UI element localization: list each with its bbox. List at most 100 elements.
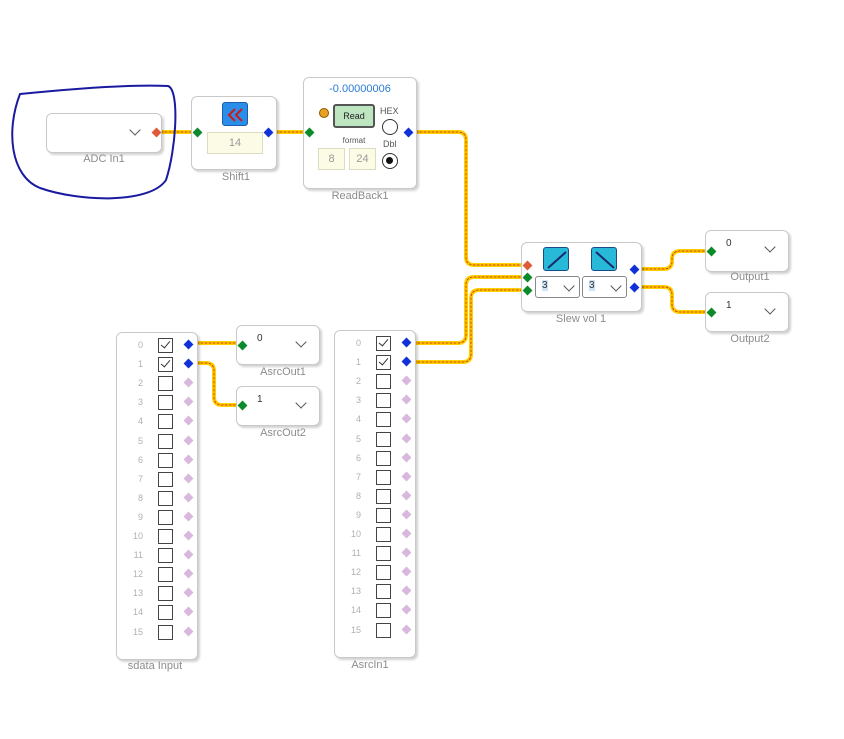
channel-checkbox[interactable] (158, 395, 173, 411)
asrcout2-channel-value: 1 (257, 394, 263, 405)
dbl-radio[interactable] (382, 153, 398, 169)
slew-rate-b-value: 3 (589, 280, 595, 291)
dbl-radio-label: Dbl (383, 139, 397, 149)
asrcout2-block[interactable]: 1 (236, 386, 320, 426)
channel-number: 14 (132, 607, 143, 618)
output2-block[interactable]: 1 (705, 292, 789, 332)
channel-checkbox[interactable] (158, 586, 173, 602)
slew-block[interactable]: 3 3 (521, 242, 642, 312)
adc-input-dropdown[interactable] (49, 117, 153, 147)
channel-checkbox[interactable] (158, 471, 173, 487)
asrcin-label: AsrcIn1 (351, 659, 389, 671)
channel-checkbox[interactable] (158, 433, 173, 449)
channel-number: 1 (137, 359, 143, 370)
channel-number: 14 (350, 605, 361, 616)
channel-checkbox[interactable] (376, 584, 391, 600)
channel-number: 6 (137, 454, 143, 465)
hex-radio[interactable] (382, 119, 398, 135)
asrcout1-block[interactable]: 0 (236, 325, 320, 365)
channel-checkbox[interactable] (158, 376, 173, 392)
asrcout1-channel-select[interactable]: 0 (251, 330, 311, 356)
channel-checkbox[interactable] (158, 490, 173, 506)
channel-number: 13 (132, 588, 143, 599)
channel-checkbox[interactable] (158, 624, 173, 640)
chevron-down-icon (764, 303, 776, 315)
output1-channel-value: 0 (726, 238, 732, 249)
channel-checkbox[interactable] (158, 605, 173, 621)
channel-number: 4 (355, 414, 361, 425)
slew-rate-select-a[interactable]: 3 (535, 276, 580, 298)
channel-checkbox[interactable] (158, 548, 173, 564)
checkmark-icon (378, 355, 389, 366)
wire-readback-to-slew (406, 130, 529, 267)
shift-block[interactable]: 14 (191, 96, 277, 170)
channel-checkbox[interactable] (158, 509, 173, 525)
channel-checkbox[interactable] (158, 452, 173, 468)
channel-number: 15 (350, 624, 361, 635)
output2-channel-select[interactable]: 1 (720, 297, 780, 323)
format-integer-bits-field[interactable]: 8 (318, 148, 345, 170)
channel-number: 12 (132, 569, 143, 580)
channel-number: 11 (133, 550, 143, 561)
slew-rate-select-b[interactable]: 3 (582, 276, 627, 298)
channel-checkbox[interactable] (158, 529, 173, 544)
channel-checkbox[interactable] (376, 469, 391, 485)
output1-block[interactable]: 0 (705, 230, 789, 272)
channel-number: 8 (137, 492, 143, 503)
hand-drawn-circle-annotation (11, 84, 177, 200)
channel-number: 9 (355, 509, 361, 520)
channel-number: 11 (351, 548, 361, 559)
asrcout2-channel-select[interactable]: 1 (251, 391, 311, 417)
channel-checkbox[interactable] (376, 336, 391, 351)
channel-checkbox[interactable] (376, 450, 391, 466)
channel-checkbox[interactable] (376, 393, 391, 409)
channel-checkbox[interactable] (376, 603, 391, 619)
shift-amount-field[interactable]: 14 (207, 132, 263, 154)
channel-checkbox[interactable] (158, 357, 173, 373)
channel-checkbox[interactable] (376, 374, 391, 390)
channel-checkbox[interactable] (158, 338, 173, 353)
channel-checkbox[interactable] (376, 355, 391, 371)
channel-number: 15 (132, 626, 143, 637)
channel-number: 13 (350, 586, 361, 597)
channel-checkbox[interactable] (376, 412, 391, 428)
wire-asrcin-ch1-to-slew (404, 288, 529, 364)
channel-number: 5 (137, 435, 143, 446)
read-button[interactable]: Read (333, 104, 375, 128)
channel-number: 3 (355, 395, 361, 406)
double-chevron-left-icon[interactable] (222, 102, 248, 126)
channel-checkbox[interactable] (376, 507, 391, 523)
asrcout2-label: AsrcOut2 (260, 427, 306, 439)
channel-checkbox[interactable] (376, 565, 391, 581)
readback-label: ReadBack1 (331, 190, 389, 202)
adc-input-block[interactable] (46, 113, 162, 153)
readback-block[interactable]: -0.00000006 Read HEX format Dbl 8 24 (303, 77, 417, 189)
ramp-up-icon[interactable] (543, 247, 569, 271)
channel-number: 1 (355, 357, 361, 368)
channel-checkbox[interactable] (158, 567, 173, 583)
channel-number: 5 (355, 433, 361, 444)
ramp-down-icon[interactable] (591, 247, 617, 271)
format-fraction-bits-field[interactable]: 24 (349, 148, 376, 170)
wire-slew-to-output1 (632, 249, 713, 271)
asrcout1-channel-value: 0 (257, 333, 263, 344)
format-label: format (342, 136, 366, 145)
channel-checkbox[interactable] (376, 488, 391, 504)
chevron-down-icon (295, 336, 307, 348)
channel-checkbox[interactable] (158, 414, 173, 430)
checkmark-icon (160, 357, 171, 368)
channel-number: 0 (137, 340, 143, 350)
adc-input-label: ADC In1 (83, 153, 125, 165)
channel-checkbox[interactable] (376, 527, 391, 542)
channel-checkbox[interactable] (376, 431, 391, 447)
output1-channel-select[interactable]: 0 (720, 235, 780, 261)
checkmark-icon (378, 336, 389, 347)
wire-asrcin-ch0-to-slew (404, 275, 529, 345)
channel-checkbox[interactable] (376, 622, 391, 638)
channel-checkbox[interactable] (376, 546, 391, 562)
channel-number: 2 (355, 376, 361, 387)
